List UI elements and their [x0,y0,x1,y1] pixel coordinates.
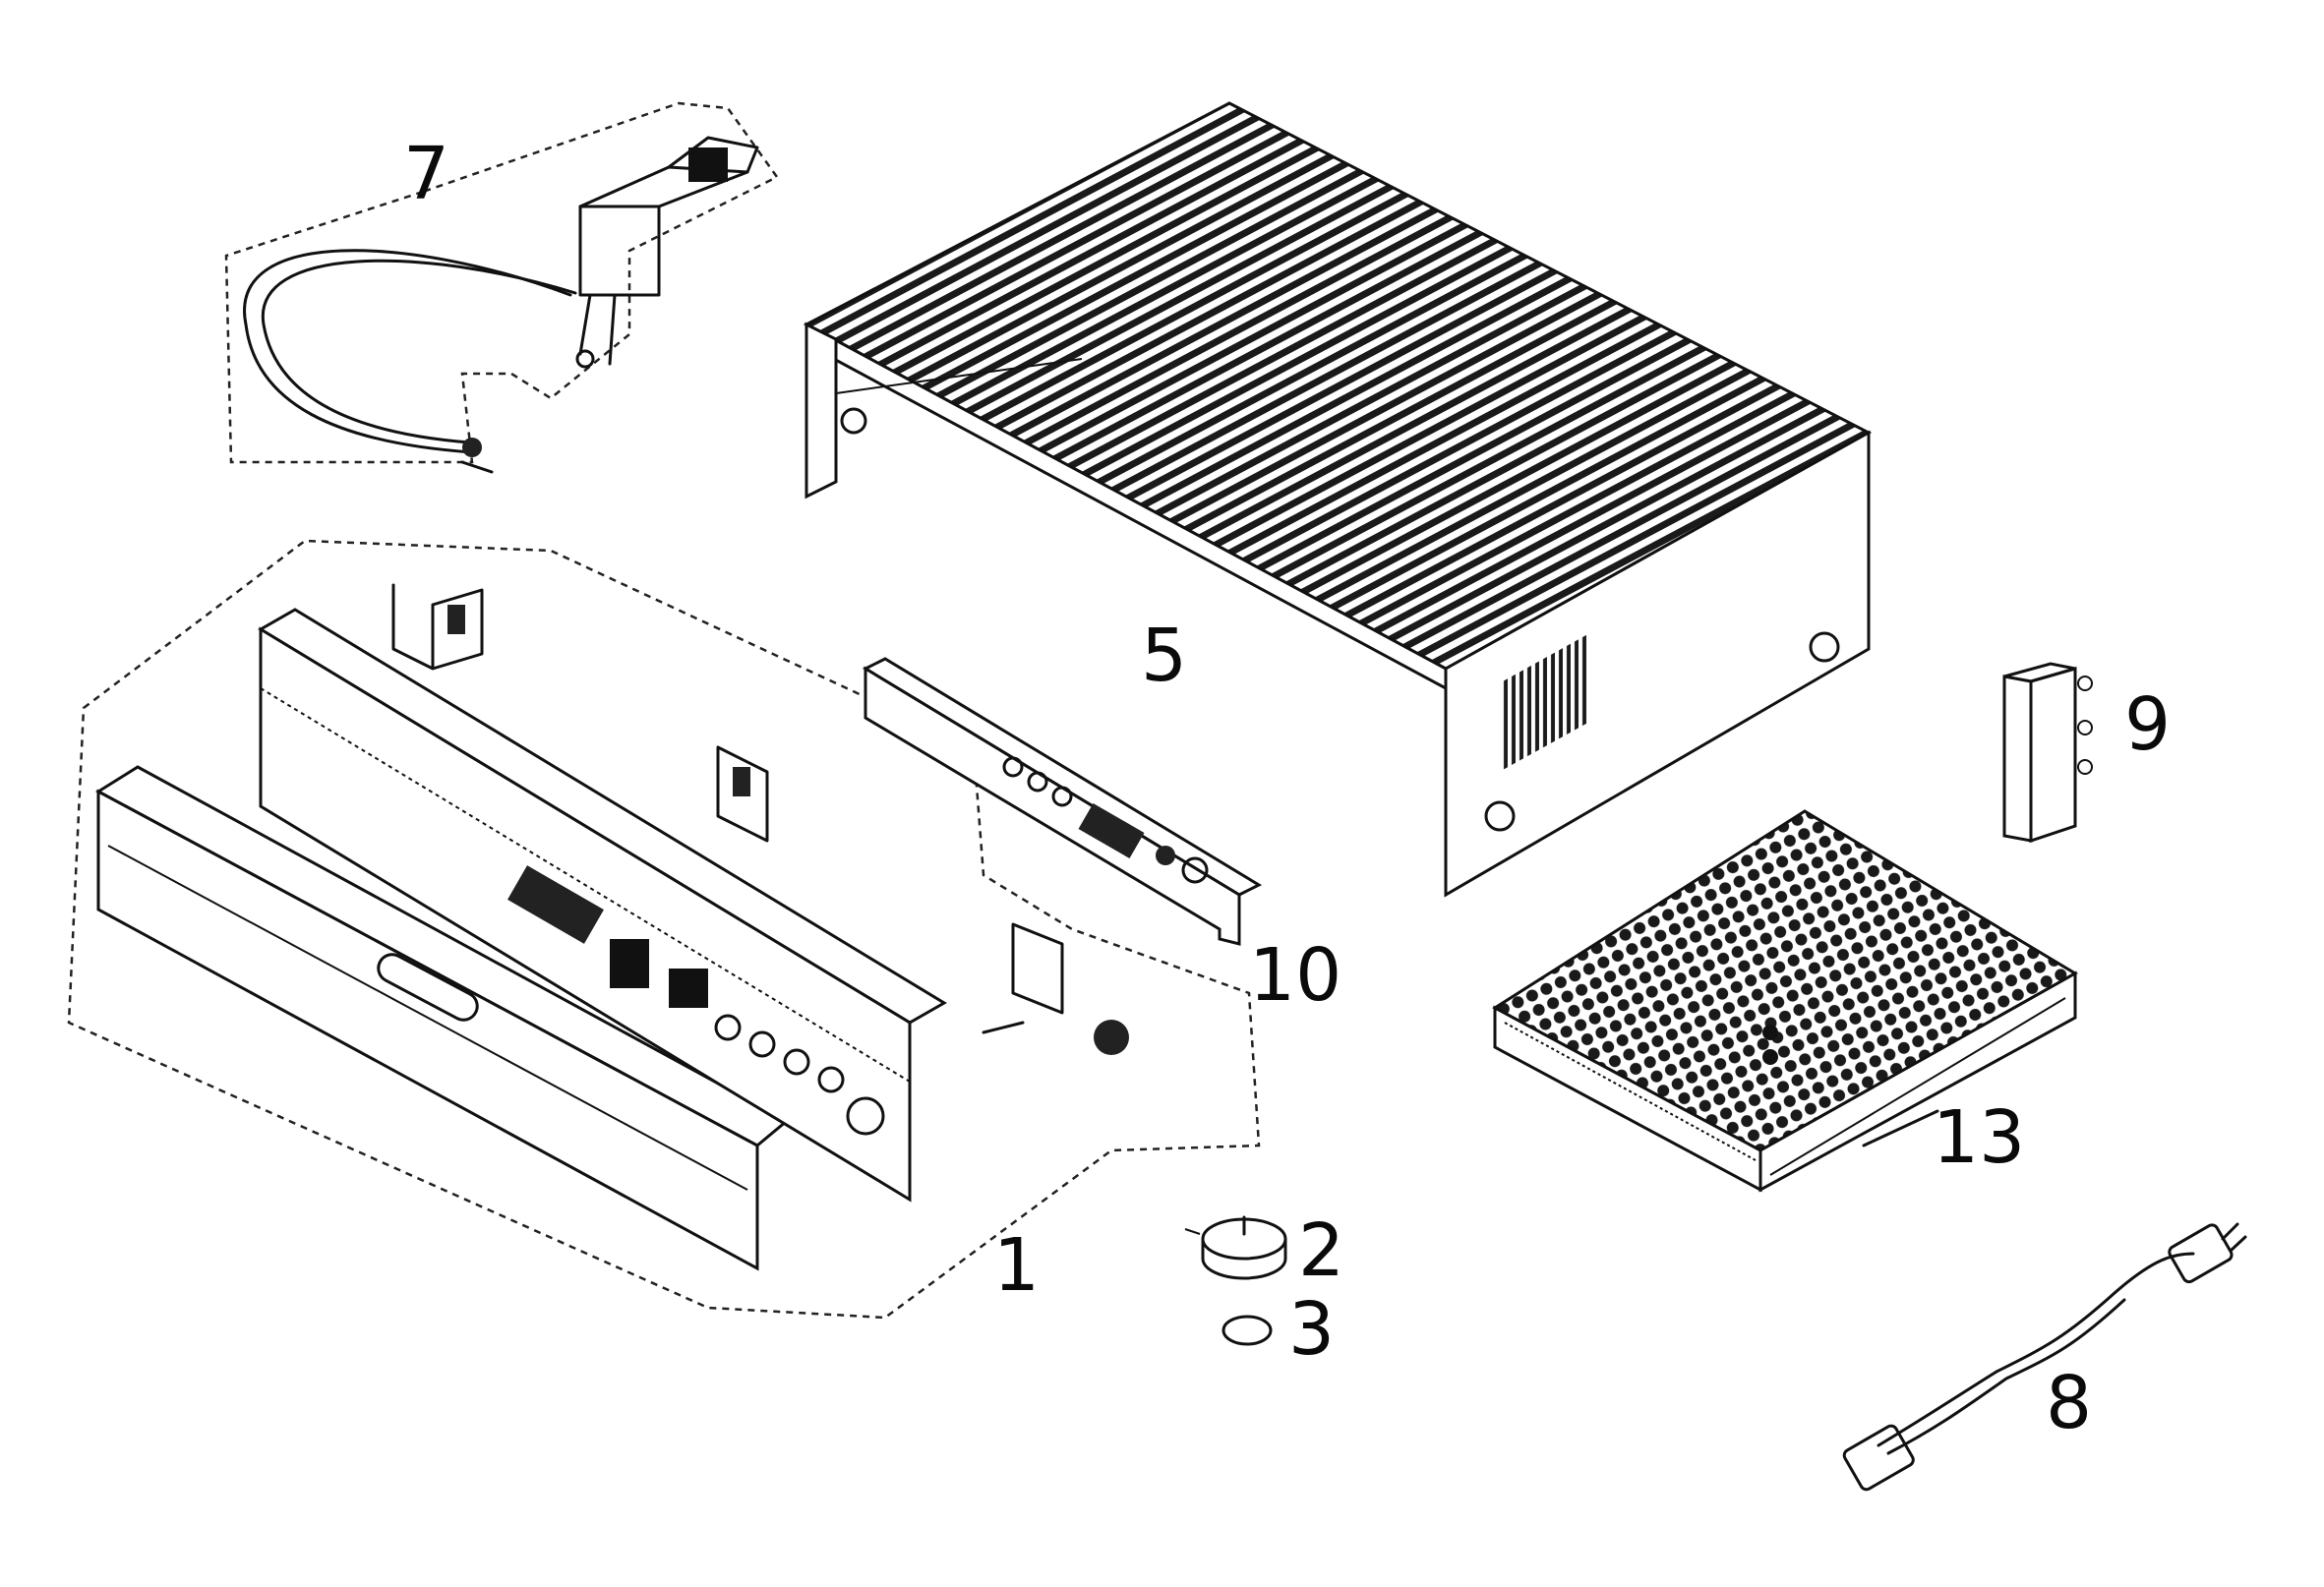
part-2-knob [1184,1215,1287,1280]
callout-label-7: 7 [403,132,450,216]
callout-label-2: 2 [1298,1208,1345,1293]
part-9-small-module [2002,662,2093,844]
part-5-top-cover [803,101,1873,898]
part-3-ring [1222,1315,1273,1346]
part-13-power-unit [1492,809,2078,1193]
part-8-power-cord [1842,1222,2247,1492]
callout-label-1: 1 [993,1223,1041,1308]
callout-label-10: 10 [1249,933,1342,1018]
callout-label-13: 13 [1933,1095,2026,1180]
part-10-rear-board [862,657,1263,946]
callout-label-9: 9 [2124,682,2172,767]
part-7-wiring-harness [224,101,779,474]
callout-label-8: 8 [2046,1361,2093,1445]
part-1-front-panel-assembly [67,539,1261,1320]
callout-label-3: 3 [1288,1287,1336,1372]
callout-label-5: 5 [1141,614,1188,698]
